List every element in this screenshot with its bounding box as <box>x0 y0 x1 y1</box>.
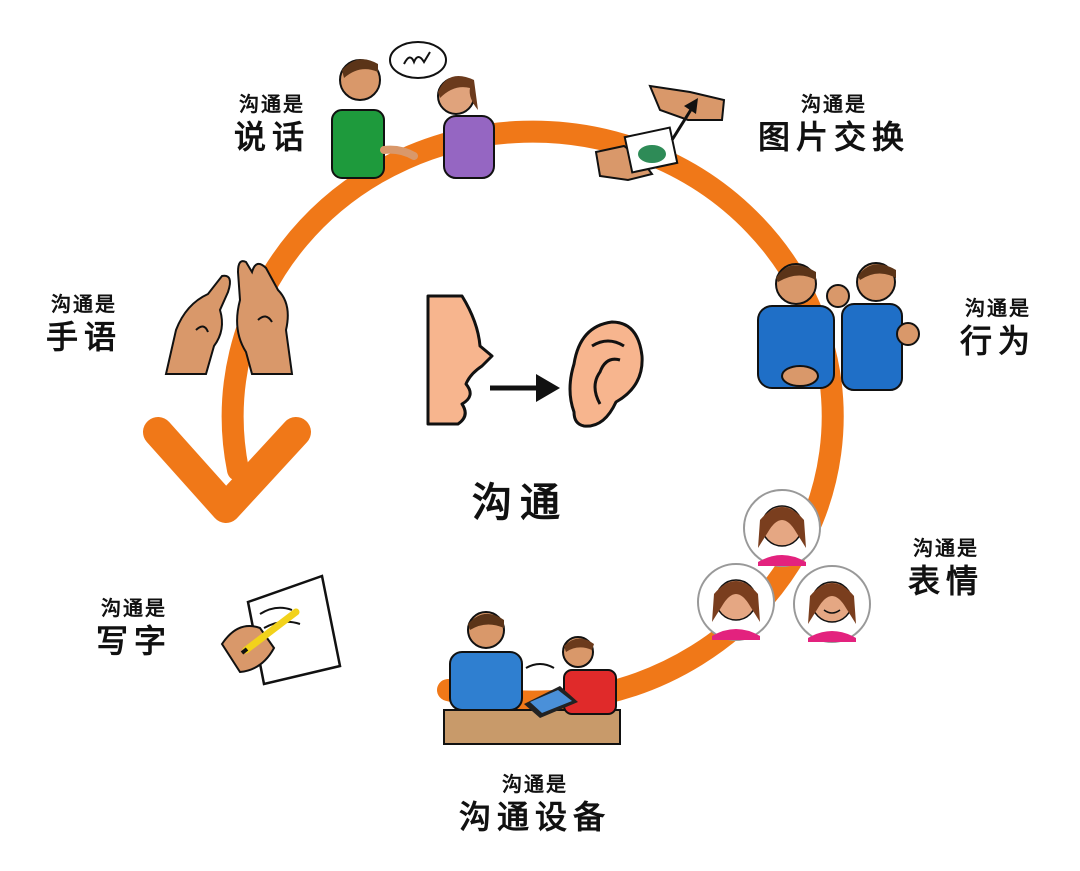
label-text: 图片交换 <box>757 118 910 156</box>
label-text: 手语 <box>45 318 122 356</box>
picture-card-exchange-icon <box>594 84 726 182</box>
label-prefix: 沟通是 <box>502 772 568 796</box>
label-prefix: 沟通是 <box>101 596 167 620</box>
facial-expressions-icon <box>697 489 871 643</box>
label-device: 沟通是 沟通设备 <box>440 772 630 837</box>
label-prefix: 沟通是 <box>965 296 1031 320</box>
tablet-device-icon <box>443 611 621 745</box>
label-text: 说话 <box>233 118 310 156</box>
label-facial-expression: 沟通是 表情 <box>900 536 992 601</box>
label-prefix: 沟通是 <box>801 92 867 116</box>
label-text: 写字 <box>95 622 172 660</box>
hand-writing-icon <box>220 574 342 686</box>
label-prefix: 沟通是 <box>913 536 979 560</box>
two-people-talking-icon <box>331 41 495 179</box>
label-text: 表情 <box>907 562 984 600</box>
label-behavior: 沟通是 行为 <box>952 296 1044 361</box>
label-prefix: 沟通是 <box>51 292 117 316</box>
label-text: 沟通设备 <box>458 798 611 836</box>
label-sign-language: 沟通是 手语 <box>38 292 130 357</box>
label-prefix: 沟通是 <box>239 92 305 116</box>
sign-language-hands-icon <box>164 260 294 375</box>
cycle-arrow-icon <box>143 120 844 713</box>
label-speaking: 沟通是 说话 <box>226 92 318 157</box>
label-writing: 沟通是 写字 <box>88 596 180 661</box>
label-text: 行为 <box>959 322 1036 360</box>
center-title: 沟通 <box>472 480 568 526</box>
label-picture-exchange: 沟通是 图片交换 <box>744 92 924 157</box>
boy-behavior-icon <box>757 262 920 391</box>
mouth-to-ear-icon <box>426 294 644 428</box>
